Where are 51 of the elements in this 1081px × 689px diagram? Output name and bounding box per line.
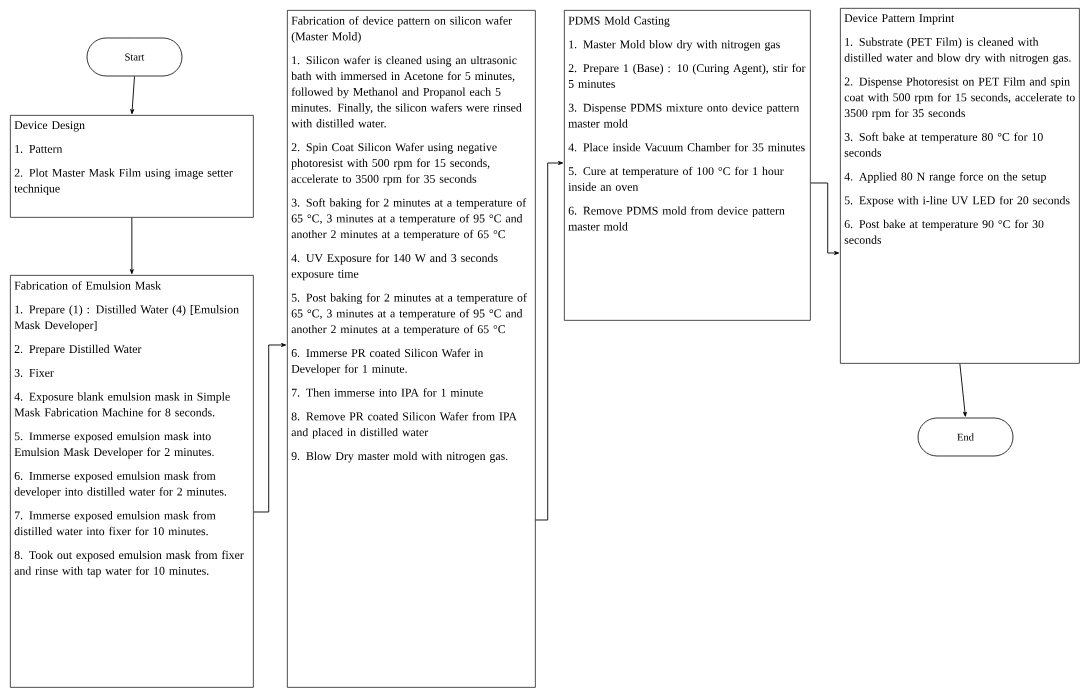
step-box [10,115,254,218]
arrow [129,217,134,275]
step-text: 6. Immerse PR coated Silicon Wafer in Developer for 1 minute. [291,348,484,376]
step-text: 8. Took out exposed emulsion mask from fixer and rinse with tap water for 10 minutes. [14,550,244,578]
step-text: 4. Applied 80 N range force on the setup [844,172,1046,183]
terminal-shape [917,417,1014,457]
arrow [810,182,840,255]
box-heading: Fabrication of Emulsion Mask [14,281,162,290]
box-heading: PDMS Mold Casting [568,16,670,27]
step-text: 4. Exposure blank emulsion mask in Simple Mask Fabrication Machine for 8 seconds. [14,392,230,417]
step-text: 6. Remove PDMS mold from device pattern master mold [568,206,785,231]
step-text: 3. Soft bake at temperature 80 °C for 10 seconds [844,132,1043,157]
terminal-label: End [957,433,974,441]
step-text: 5. Immerse exposed emulsion mask into Emulsion Mask Developer for 2 minutes. [14,431,214,459]
box-heading: Device Design [14,121,85,132]
step-text: 5. Cure at temperature of 100 °C for 1 hour inside an oven [568,166,784,191]
step-text: 8. Remove PR coated Silicon Wafer from IPA and placed in distilled water [291,412,517,439]
step-box [840,8,1080,364]
step-text: 2. Dispense Photoresist on PET Film and spin coat with 500 rpm for 15 seconds, accelerate to 3500 rpm for 35 seconds [844,77,1075,120]
step-text: 1. Substrate (PET Film) is cleaned with distilled water and blow dry with nitrogen gas. [844,37,1071,65]
step-text: 1. Prepare (1) : Distilled Water (4) [Emulsion Mask Developer] [14,305,239,332]
step-text: 4. Place inside Vacuum Chamber for 35 minutes [568,142,805,152]
box-heading: Device Pattern Imprint [844,14,955,25]
step-text: 3. Fixer [14,368,54,377]
step-text: 1. Pattern [15,145,63,153]
step-text: 9. Blow Dry master mold with nitrogen gas. [291,451,508,463]
step-text: 4. UV Exposure for 140 W and 3 seconds exposure time [291,253,498,281]
step-box [287,10,536,688]
step-text: 6. Immerse exposed emulsion mask from developer into distilled water for 2 minutes. [14,471,227,498]
step-text: 5. Expose with i-line UV LED for 20 seconds [844,195,1070,207]
terminal-shape [86,37,183,77]
step-text: 3. Dispense PDMS mixture onto device pattern master mold [568,103,800,128]
step-text: 2. Spin Coat Silicon Wafer using negative photoresist with 500 rpm for 15 seconds, accelerate to 3500 rpm for 35 seconds [291,142,497,186]
step-text: 7. Then immerse into IPA for 1 minute [292,388,483,397]
step-box [10,275,254,688]
step-text: 3. Soft baking for 2 minutes at a temperature of 65 °C, 3 minutes at a temperature of 95 °C and another 2 minutes at a temperature of 65 °C [291,198,527,241]
step-text: 5. Post baking for 2 minutes at a temperature of 65 °C, 3 minutes at a temperature of 95 °C and another 2 minutes at a temperature of 65 °C [291,293,527,336]
step-text: 1. Silicon wafer is cleaned using an ultrasonic bath with immersed in Acetone for 5 minutes, followed by Methanol and Propanol each 5 minutes. Finally, the silicon wafers were rinsed with distilled water. [291,55,522,128]
arrow [253,343,287,513]
step-box [564,10,811,321]
step-text: 7. Immerse exposed emulsion mask from distilled water into fixer for 10 minutes. [14,511,216,536]
arrow [130,75,135,115]
box-heading: Fabrication of device pattern on silicon wafer (Master Mold) [291,16,512,43]
arrow [959,363,967,417]
step-text: 1. Master Mold blow dry with nitrogen gas [569,40,780,51]
terminal-label: Start [125,53,145,61]
step-text: 2. Plot Master Mask Film using image setter technique [14,168,233,195]
step-text: 6. Post bake at temperature 90 °C for 30 seconds [844,219,1044,244]
arrow [535,161,564,521]
step-text: 2. Prepare 1 (Base) : 10 (Curing Agent), stir for 5 minutes [568,63,806,88]
step-text: 2. Prepare Distilled Water [14,344,142,356]
